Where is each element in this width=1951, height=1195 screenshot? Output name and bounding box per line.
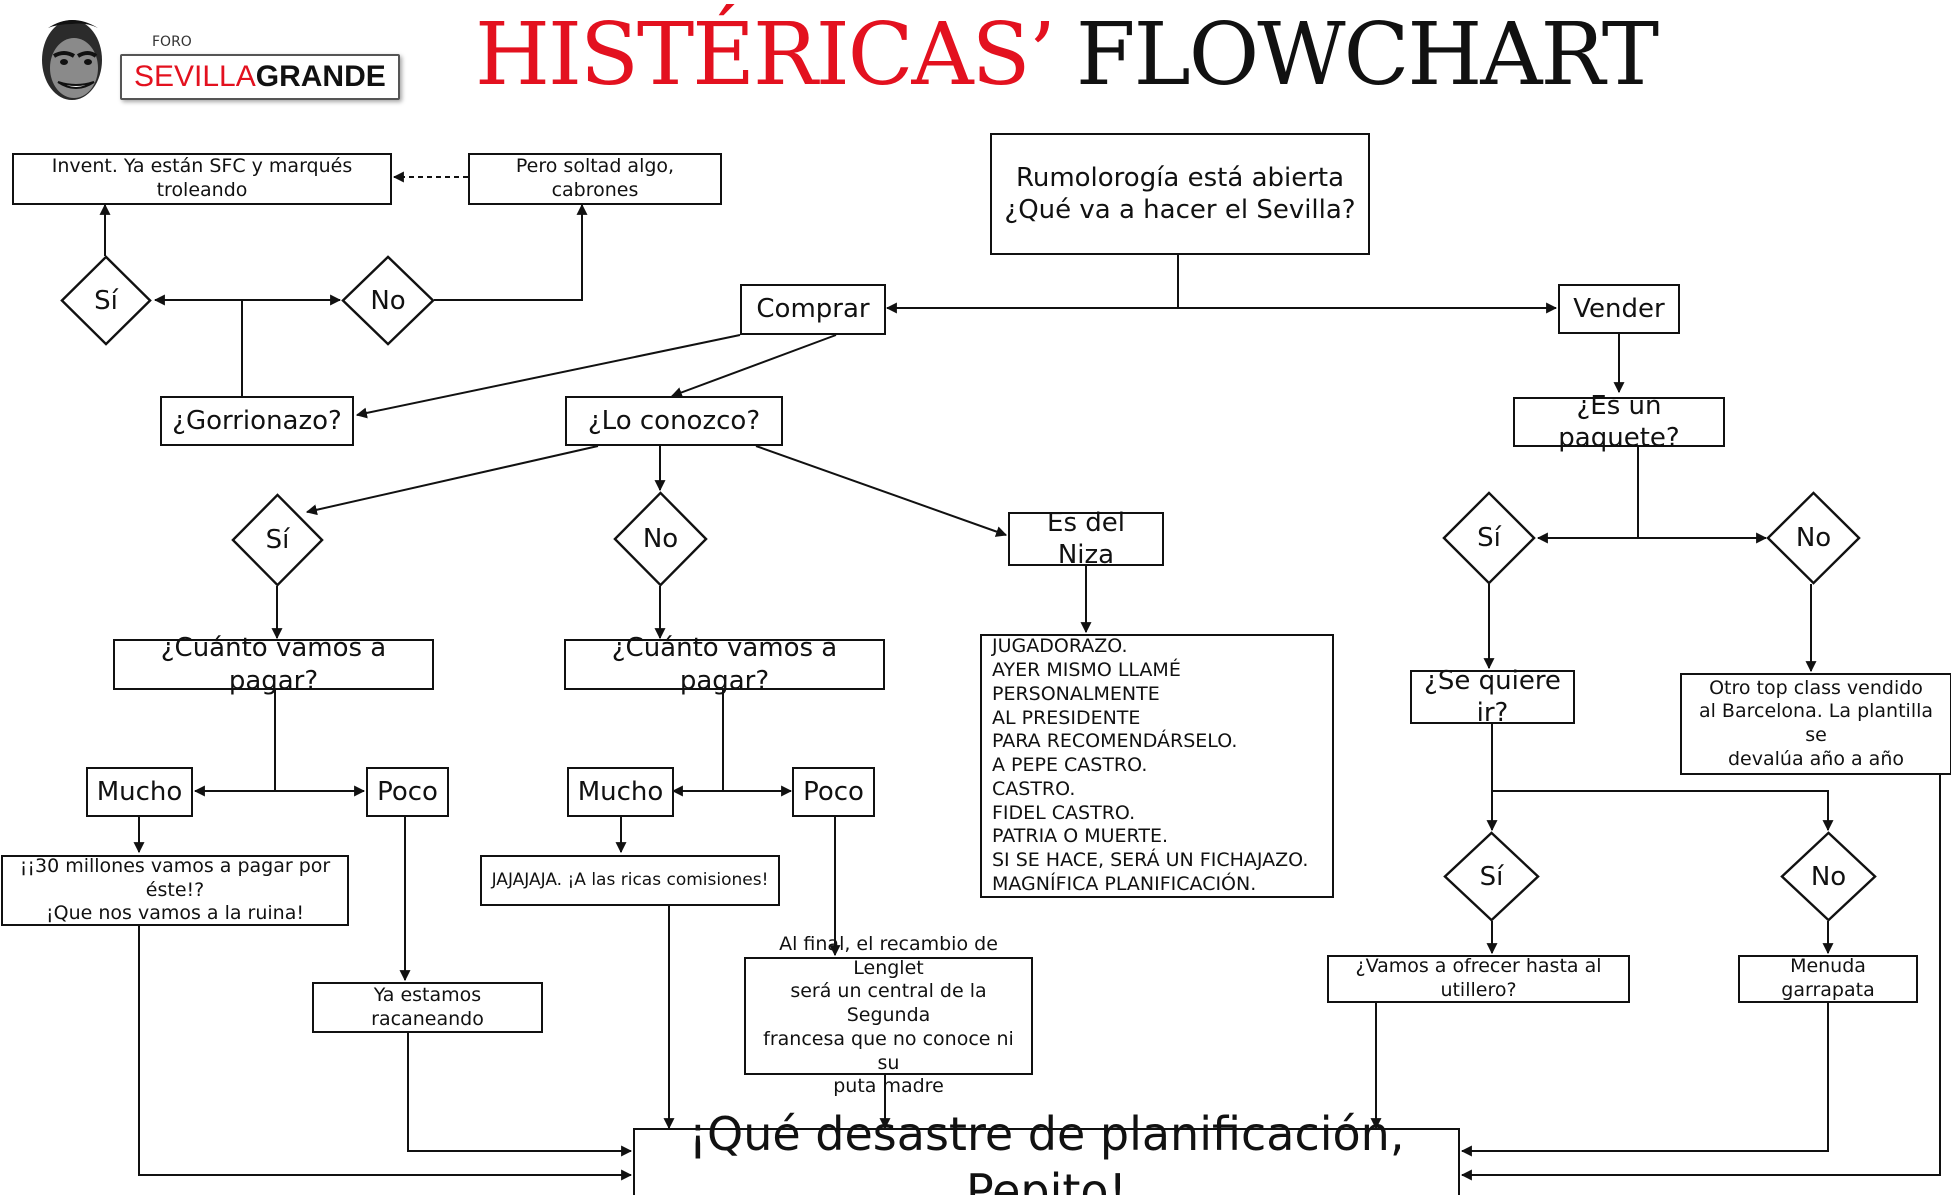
comprar-node: Comprar [740, 284, 886, 335]
niza-text-node: JUGADORAZO. AYER MISMO LLAMÉ PERSONALMEN… [980, 634, 1334, 898]
alfinal-node: Al final, el recambio de Lenglet será un… [744, 933, 1033, 1097]
paquete-node: ¿Es un paquete? [1513, 391, 1725, 453]
jajaja-node: JAJAJAJA. ¡A las ricas comisiones! [480, 855, 780, 906]
niza-node: Es del Niza [1008, 508, 1164, 570]
millones-node: ¡¡30 millones vamos a pagar por éste!? ¡… [1, 855, 349, 926]
vender-node: Vender [1558, 284, 1680, 334]
diamond-shape [342, 256, 434, 345]
diamond-shape [1767, 492, 1860, 584]
decision-conozco-no: No [614, 492, 707, 586]
edge-topclass-final [1460, 775, 1941, 1181]
edge-racaneando-final [407, 1033, 633, 1157]
topclass-node: Otro top class vendido al Barcelona. La … [1680, 673, 1951, 775]
final-node: ¡Qué desastre de planificación, Pepito! [633, 1107, 1460, 1195]
utillero-node: ¿Vamos a ofrecer hasta al utillero? [1327, 955, 1630, 1003]
pero-node: Pero soltad algo, cabrones [468, 153, 722, 205]
decision-label: No [1810, 861, 1847, 892]
caricature-face-icon [42, 20, 102, 100]
edge-start-split [890, 255, 1179, 309]
poco2-node: Poco [792, 767, 875, 817]
logo-small-text: FORO [152, 34, 192, 50]
decision-label: Sí [94, 285, 118, 316]
edge-gorrno-pero [434, 203, 588, 301]
poco1-node: Poco [366, 767, 449, 817]
edge-comprar-conozco [670, 334, 837, 398]
decision-quiere-no: No [1781, 832, 1876, 921]
diamond-shape [61, 256, 151, 345]
garrapata-node: Menuda garrapata [1738, 955, 1918, 1003]
quiere-node: ¿Se quiere ir? [1410, 666, 1575, 728]
pagar2-node: ¿Cuánto vamos a pagar? [564, 633, 885, 696]
title-red-part: HISTÉRICAS’ [475, 5, 1056, 105]
gorrionazo-node: ¿Gorrionazo? [160, 396, 354, 446]
logo-part-grande: GRANDE [255, 60, 386, 93]
edge-to-quiere-no [1492, 790, 1834, 832]
edge-garrapata-final [1460, 1003, 1829, 1157]
mucho2-node: Mucho [567, 767, 674, 817]
decision-label: No [1795, 523, 1832, 553]
diamond-shape [232, 494, 323, 586]
title-black-part: FLOWCHART [1075, 5, 1659, 105]
decision-gorrionazo-no: No [342, 256, 434, 345]
start-node: Rumolorogía está abierta ¿Qué va a hacer… [990, 133, 1370, 255]
pagar1-node: ¿Cuánto vamos a pagar? [113, 633, 434, 696]
decision-label: Sí [1479, 861, 1504, 892]
decision-conozco-si: Sí [232, 494, 323, 586]
mucho1-node: Mucho [86, 767, 193, 817]
edge-comprar-gorrionazo [355, 334, 741, 419]
decision-label: No [642, 524, 679, 554]
racaneando-node: Ya estamos racaneando [312, 982, 543, 1033]
page-title: HISTÉRICAS’ FLOWCHART [475, 2, 1659, 108]
decision-label: No [370, 285, 406, 316]
edge-conozco-niza [755, 445, 1008, 537]
invent-node: Invent. Ya están SFC y marqués troleando [12, 153, 392, 205]
edge-millones-final [138, 926, 633, 1181]
edge-conozco-si [305, 445, 599, 516]
decision-quiere-si: Sí [1444, 832, 1539, 921]
decision-gorrionazo-si: Sí [61, 256, 151, 345]
diamond-shape [1444, 832, 1539, 921]
decision-label: Sí [1477, 523, 1501, 553]
conozco-node: ¿Lo conozco? [565, 396, 783, 446]
logo-part-sevilla: SEVILLA [134, 60, 256, 93]
decision-label: Sí [265, 525, 290, 555]
diamond-shape [1781, 832, 1876, 921]
diamond-shape [614, 492, 707, 586]
decision-paquete-no: No [1767, 492, 1860, 584]
decision-paquete-si: Sí [1443, 492, 1535, 584]
diamond-shape [1443, 492, 1535, 584]
